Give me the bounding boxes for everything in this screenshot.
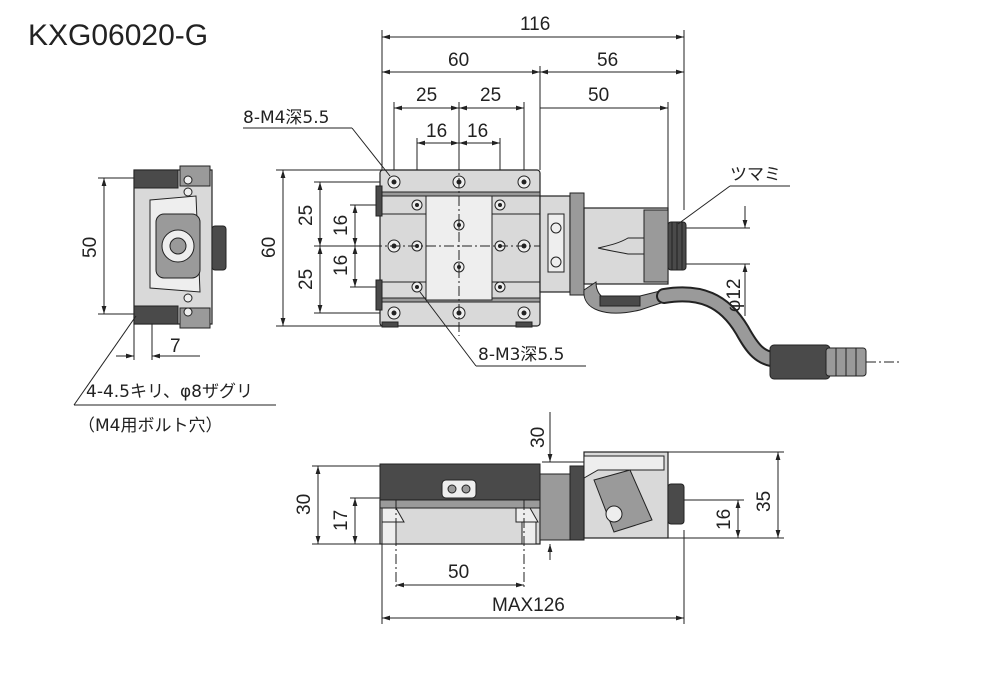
dim-knob-dia: φ12 [724,279,745,312]
dim-50-side: 50 [80,237,101,258]
m4-holes [387,175,531,320]
dim-50-top: 50 [588,85,609,106]
dim-116: 116 [520,14,550,35]
cable-connector [769,344,831,380]
dim-60-top: 60 [448,50,469,71]
label-mount-hole-note: （M4用ボルト穴） [78,416,222,436]
dim-25a: 25 [416,85,437,106]
dim-50-front: 50 [448,562,469,583]
dim-16-front: 16 [714,509,735,530]
dim-16a: 16 [426,121,447,142]
dim-30-front: 30 [294,494,315,515]
top-view: 116 60 56 50 25 25 16 16 60 25 25 16 16 [243,14,900,380]
dim-17: 17 [331,510,352,531]
dim-7: 7 [170,336,181,357]
label-knob: ツマミ [730,165,781,185]
front-view: 30 17 30 35 16 50 [294,412,784,624]
dim-25v-bot: 25 [296,269,317,290]
dim-25v-top: 25 [296,205,317,226]
dim-16v-bot: 16 [331,255,352,276]
dim-16b: 16 [467,121,488,142]
side-view: 50 7 4-4.5キリ、φ8ザグリ （M4用ボルト穴） [73,165,276,436]
dim-56: 56 [597,50,618,71]
dim-30-top: 30 [528,427,549,448]
dim-16v-top: 16 [331,215,352,236]
dim-35: 35 [754,491,775,512]
model-title: KXG06020-G [28,19,208,52]
dim-60-v: 60 [259,237,280,258]
dim-25b: 25 [480,85,501,106]
label-mount-hole: 4-4.5キリ、φ8ザグリ [86,382,253,402]
dim-max126: MAX126 [492,595,565,616]
label-m4-tap: 8-M4深5.5 [243,108,329,128]
label-m3-tap: 8-M3深5.5 [478,345,564,365]
